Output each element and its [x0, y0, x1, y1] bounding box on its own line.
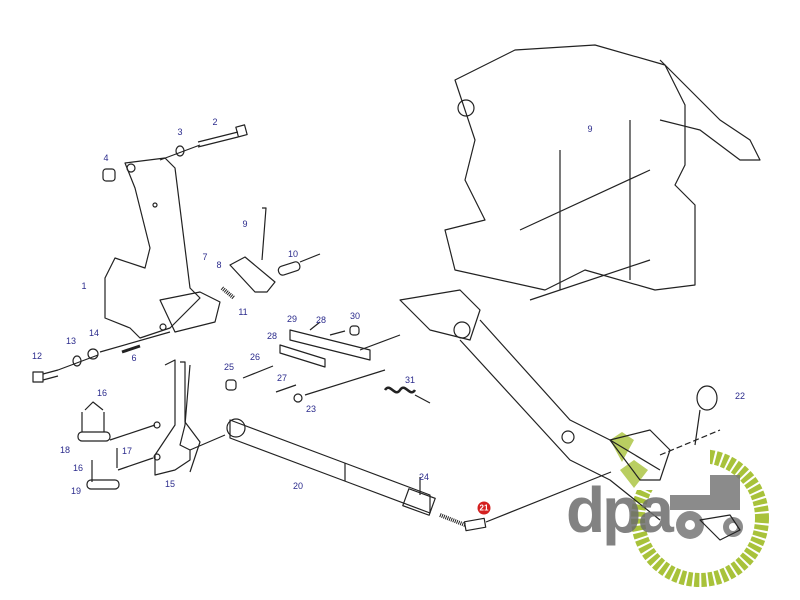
callout-14[interactable]: 14	[88, 328, 100, 338]
callout-3[interactable]: 3	[177, 127, 183, 137]
lift-arm	[459, 319, 741, 541]
pins-16-19	[77, 401, 120, 490]
bracket	[104, 157, 221, 339]
callout-29[interactable]: 29	[286, 314, 298, 324]
callout-9[interactable]: 9	[242, 219, 248, 229]
callout-28b[interactable]: 28	[266, 331, 278, 341]
callout-28[interactable]: 28	[315, 315, 327, 325]
plate-15	[109, 359, 226, 476]
lever-plate	[220, 207, 321, 300]
watermark-logo: dpa	[566, 474, 674, 546]
lower-link-rod	[226, 418, 612, 532]
callout-20[interactable]: 20	[292, 481, 304, 491]
spring-31	[383, 386, 431, 404]
callout-15[interactable]: 15	[164, 479, 176, 489]
callout-1[interactable]: 1	[81, 281, 87, 291]
callout-11[interactable]: 11	[238, 307, 248, 317]
bolt-12	[32, 331, 171, 383]
callout-12[interactable]: 12	[31, 351, 43, 361]
callout-26[interactable]: 26	[249, 352, 261, 362]
watermark-gear-icon	[600, 432, 769, 587]
washer-3	[175, 145, 185, 157]
callout-27[interactable]: 27	[276, 373, 288, 383]
callout-19[interactable]: 19	[70, 486, 82, 496]
callout-30[interactable]: 30	[349, 311, 361, 321]
callout-13[interactable]: 13	[65, 336, 77, 346]
callout-21-highlighted[interactable]: 21	[477, 501, 491, 515]
callout-18[interactable]: 18	[59, 445, 71, 455]
callout-16[interactable]: 16	[96, 388, 108, 398]
callout-7[interactable]: 7	[202, 252, 208, 262]
callout-23[interactable]: 23	[305, 404, 317, 414]
callout-25[interactable]: 25	[223, 362, 235, 372]
callout-31[interactable]: 31	[404, 375, 416, 385]
callout-16b[interactable]: 16	[72, 463, 84, 473]
bolt-2	[159, 124, 248, 161]
callout-10[interactable]: 10	[287, 249, 299, 259]
rear-housing	[399, 44, 761, 341]
callout-9-housing[interactable]: 9	[587, 124, 593, 134]
callout-24[interactable]: 24	[418, 472, 430, 482]
callout-8[interactable]: 8	[216, 260, 222, 270]
callout-4[interactable]: 4	[103, 153, 109, 163]
callout-2[interactable]: 2	[212, 117, 218, 127]
callout-22[interactable]: 22	[734, 391, 746, 401]
adjuster-links	[225, 321, 401, 403]
linch-pin	[659, 385, 721, 456]
callout-6[interactable]: 6	[131, 353, 137, 363]
bushing-4	[102, 168, 116, 182]
callout-17[interactable]: 17	[121, 446, 133, 456]
